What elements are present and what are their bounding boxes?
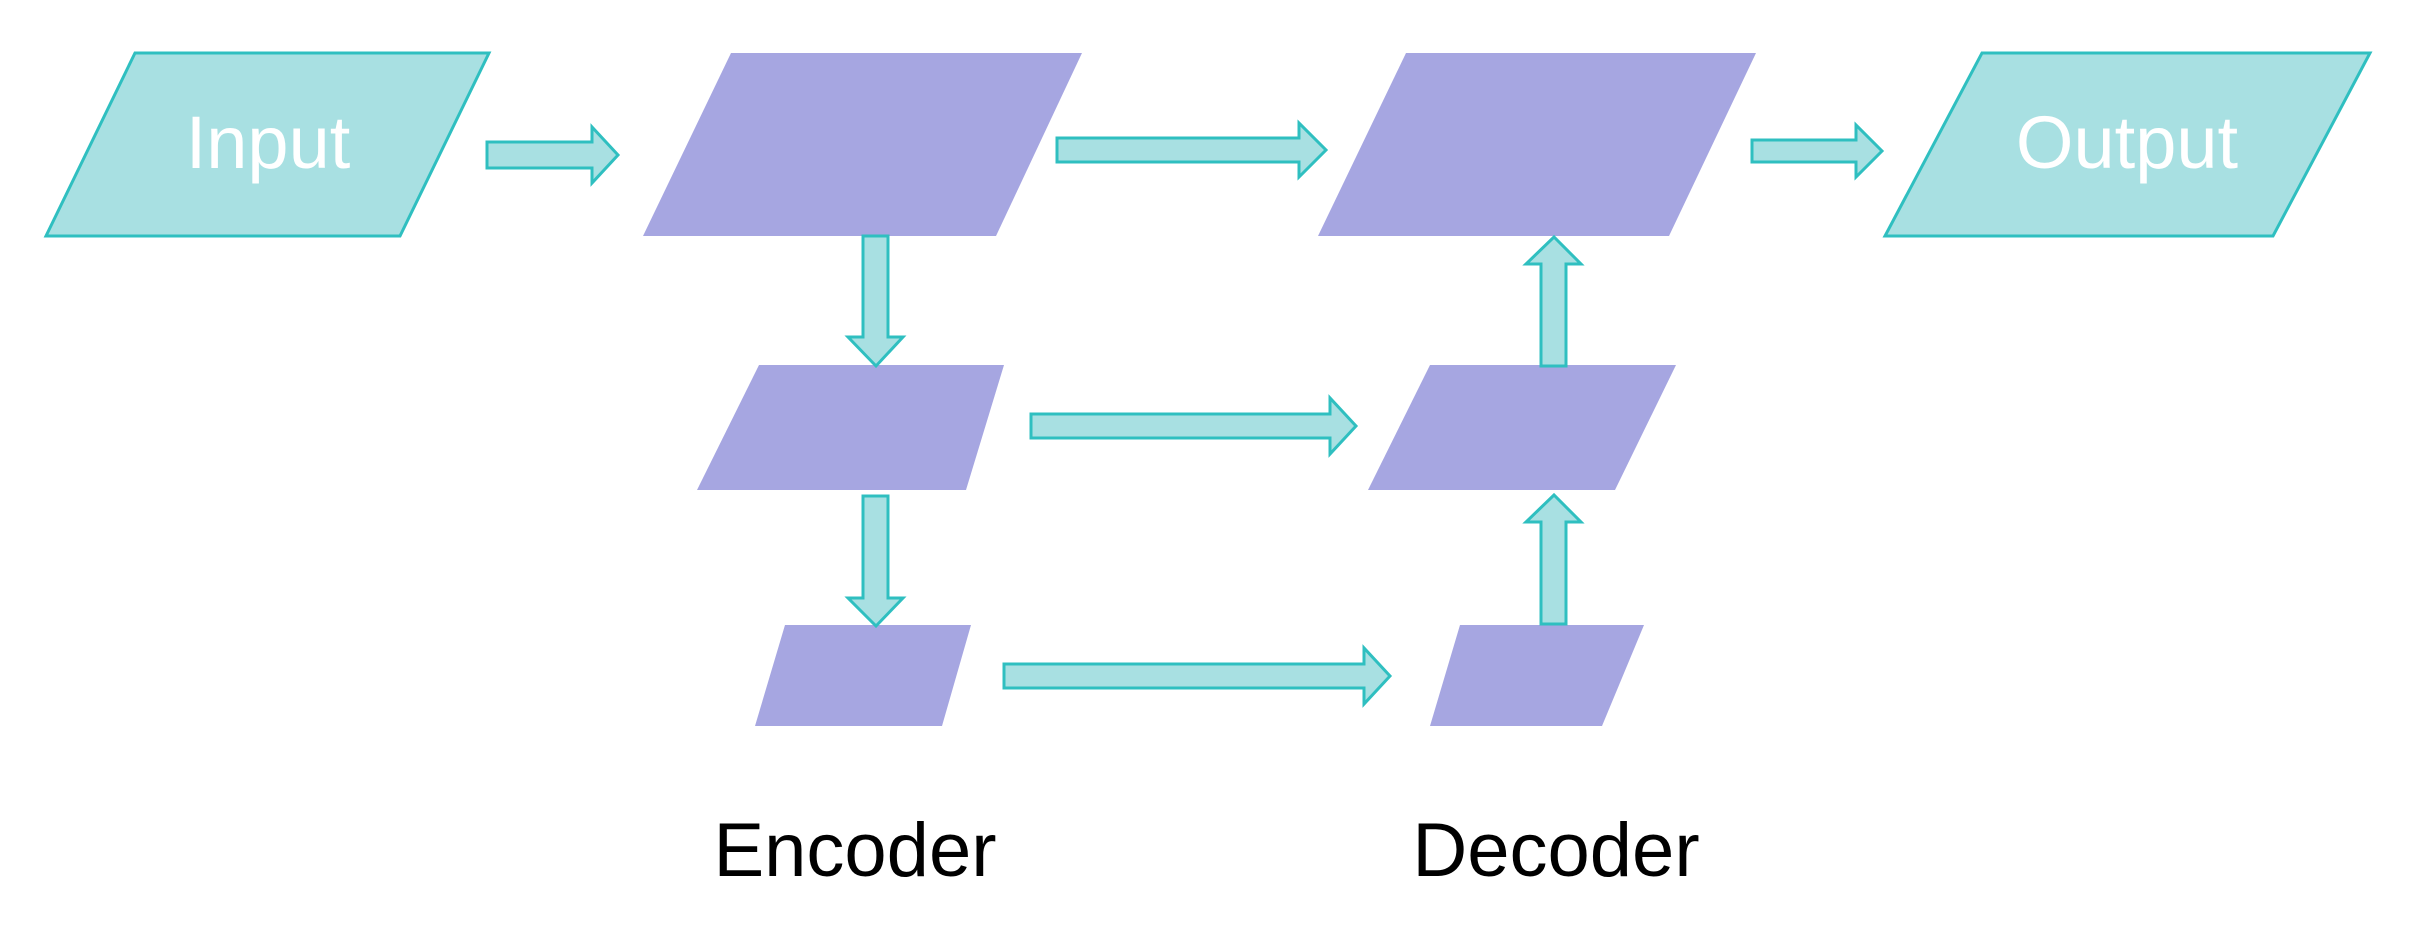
skip-arrow-level-1 (1055, 119, 1329, 181)
skip-arrow-level-2 (1029, 394, 1359, 458)
decoder-label: Decoder (1412, 808, 1699, 893)
arrow-input-to-encoder (485, 123, 621, 187)
encoder-label: Encoder (713, 808, 996, 893)
encoder-layer-3 (755, 625, 971, 726)
decoder-layer-2 (1368, 365, 1676, 490)
skip-arrow-level-3 (1002, 644, 1393, 708)
arrow-decoder-to-output (1750, 121, 1885, 181)
decoder-layer-3 (1430, 625, 1644, 726)
input-shape (43, 51, 492, 238)
output-node: Output (1882, 51, 2373, 238)
decoder-up-arrow-1 (1522, 234, 1585, 368)
decoder-up-arrow-2 (1522, 492, 1585, 626)
output-label: Output (2016, 101, 2239, 184)
input-label: Input (186, 101, 351, 184)
input-node: Input (43, 51, 492, 238)
decoder-layer-1 (1318, 53, 1756, 236)
encoder-down-arrow-2 (844, 494, 907, 629)
encoder-layer-1 (643, 53, 1082, 236)
encoder-down-arrow-1 (844, 234, 907, 369)
encoder-layer-2 (697, 365, 1004, 490)
output-shape (1882, 51, 2373, 238)
